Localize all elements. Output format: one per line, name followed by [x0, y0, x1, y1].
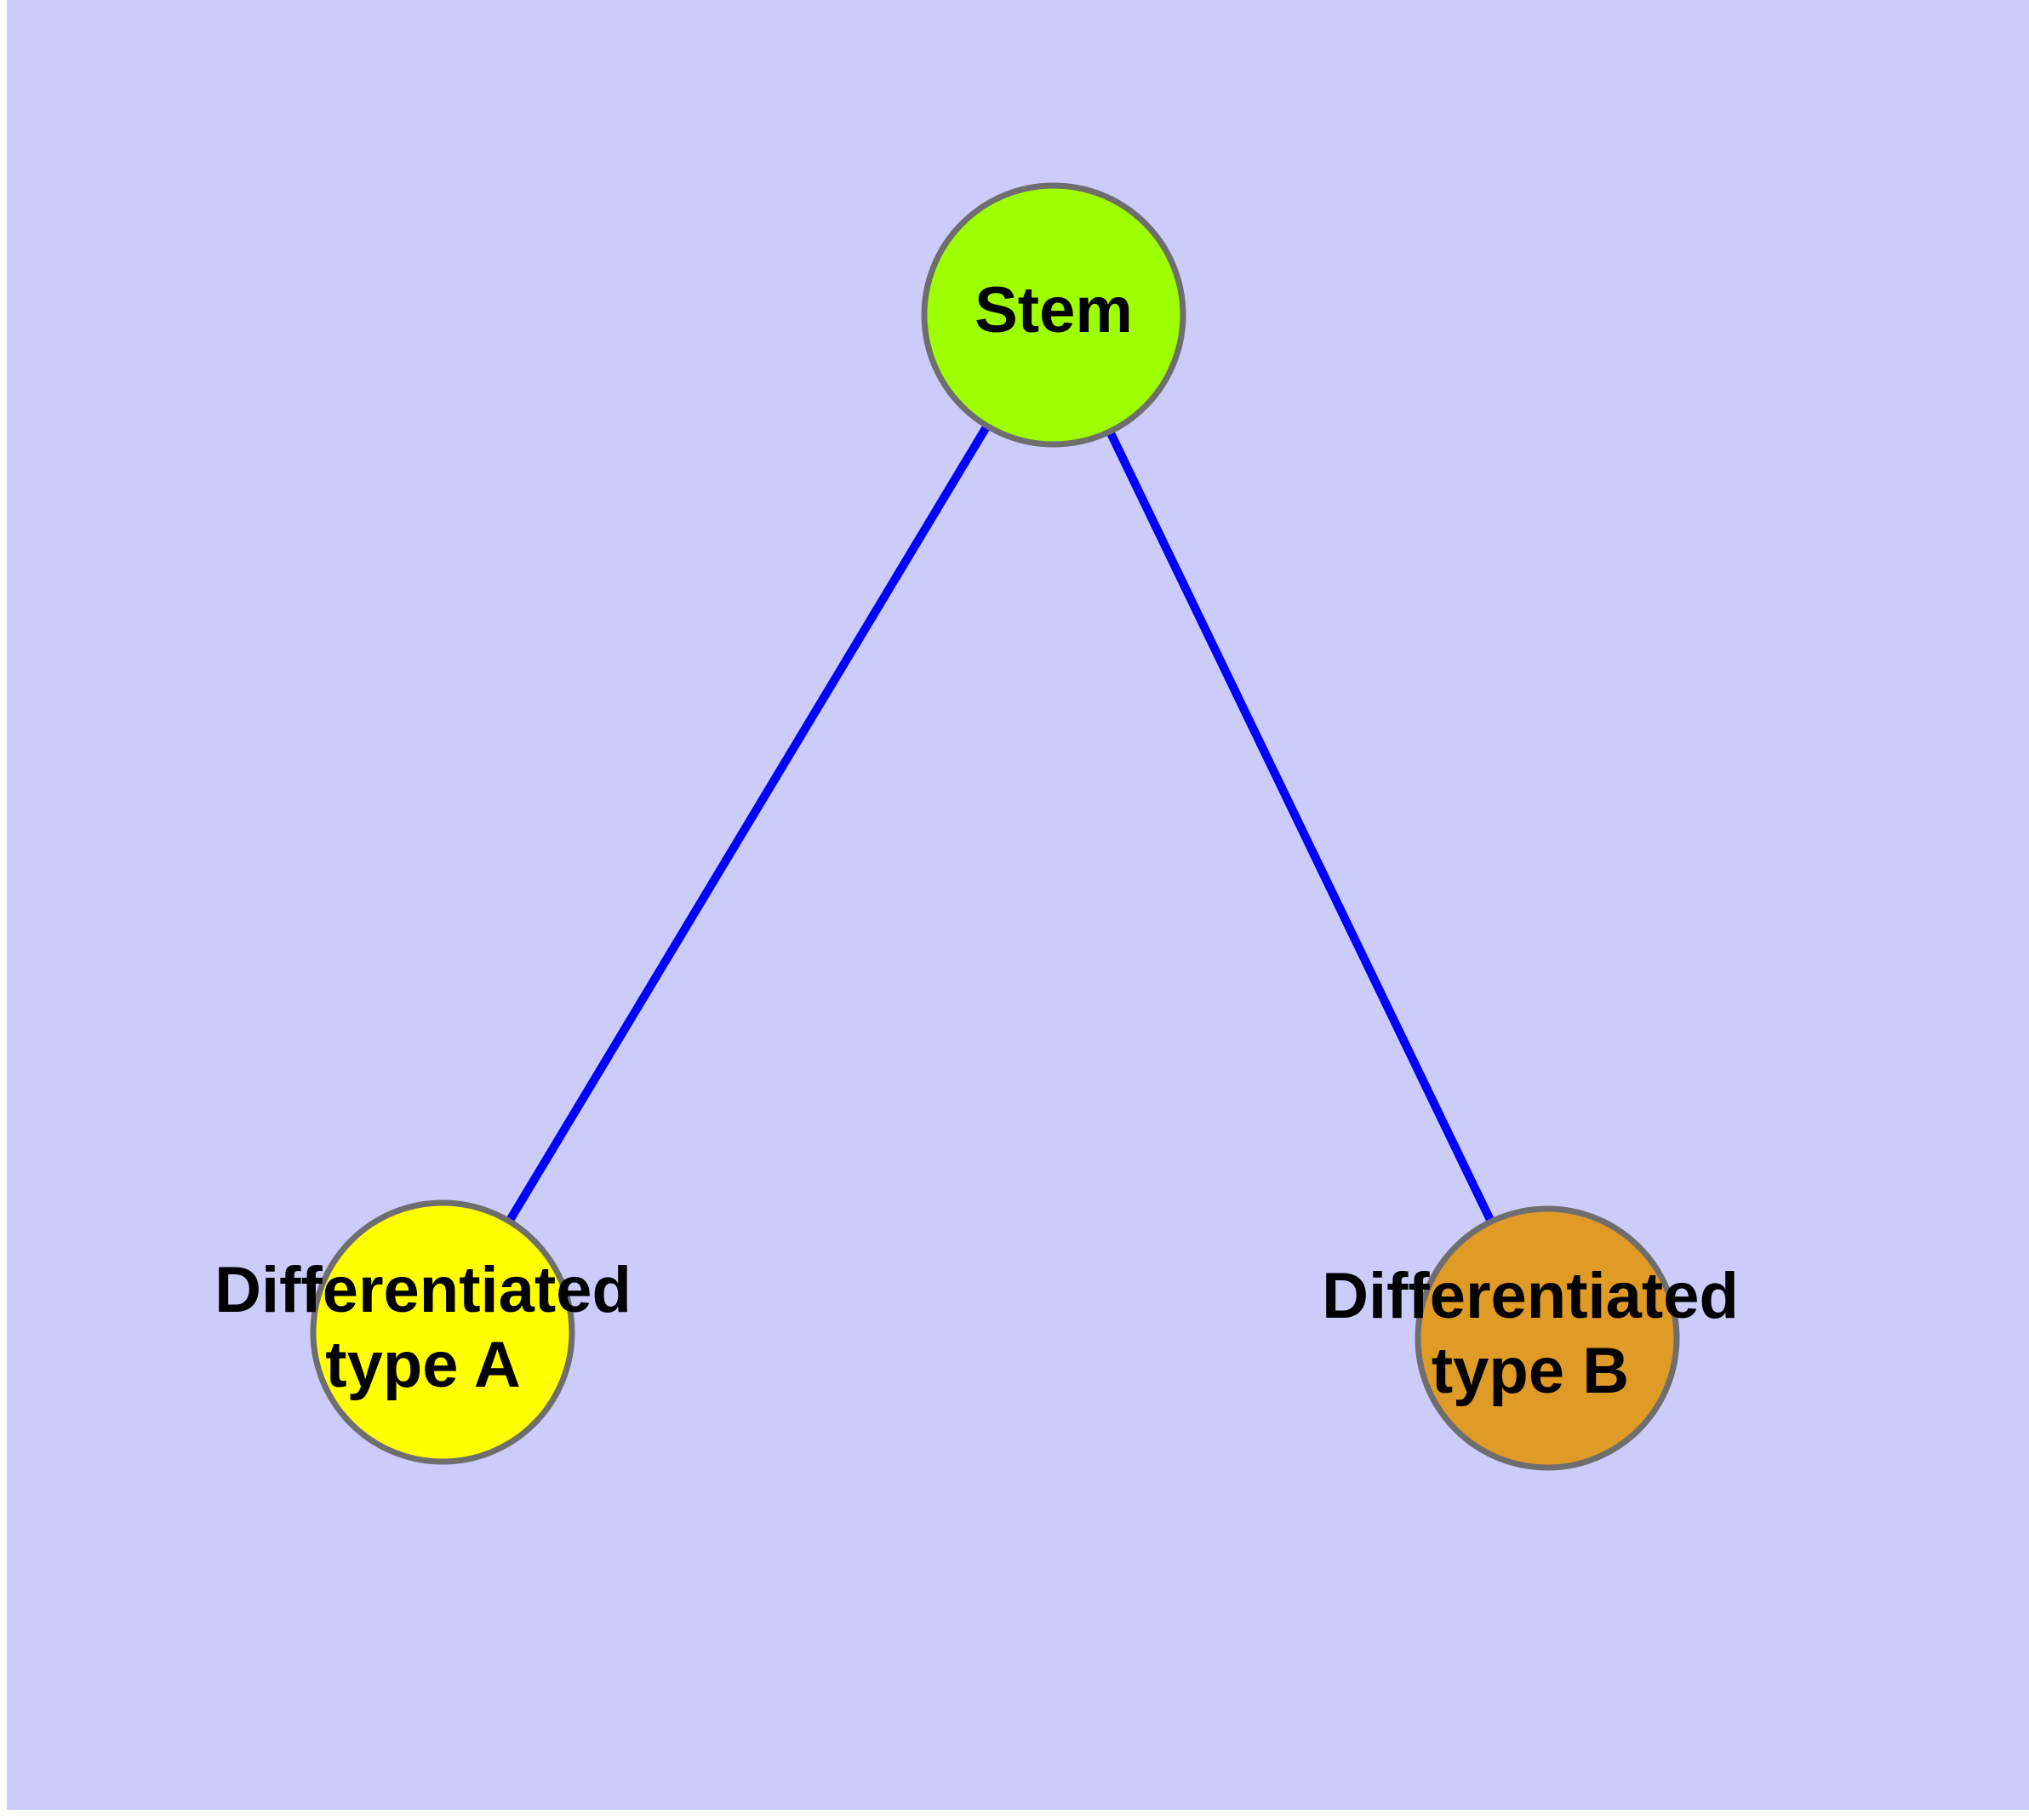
node-label-stem: Stem — [974, 274, 1133, 346]
node-label-line: Stem — [974, 274, 1133, 346]
graph-edge — [1049, 312, 1552, 1341]
node-label-line: type A — [325, 1329, 520, 1401]
node-circle-diff_a[interactable] — [310, 1199, 575, 1465]
node-circle-stem[interactable] — [921, 182, 1186, 448]
graph-edge — [438, 312, 1058, 1335]
graph-node-stem[interactable]: Stem — [921, 182, 1186, 448]
node-circle-diff_b[interactable] — [1415, 1205, 1680, 1471]
node-label-line: Differentiated — [1322, 1260, 1739, 1332]
node-label-line: type B — [1432, 1335, 1629, 1407]
edge-layer — [438, 312, 1552, 1341]
node-label-line: Differentiated — [214, 1254, 632, 1326]
